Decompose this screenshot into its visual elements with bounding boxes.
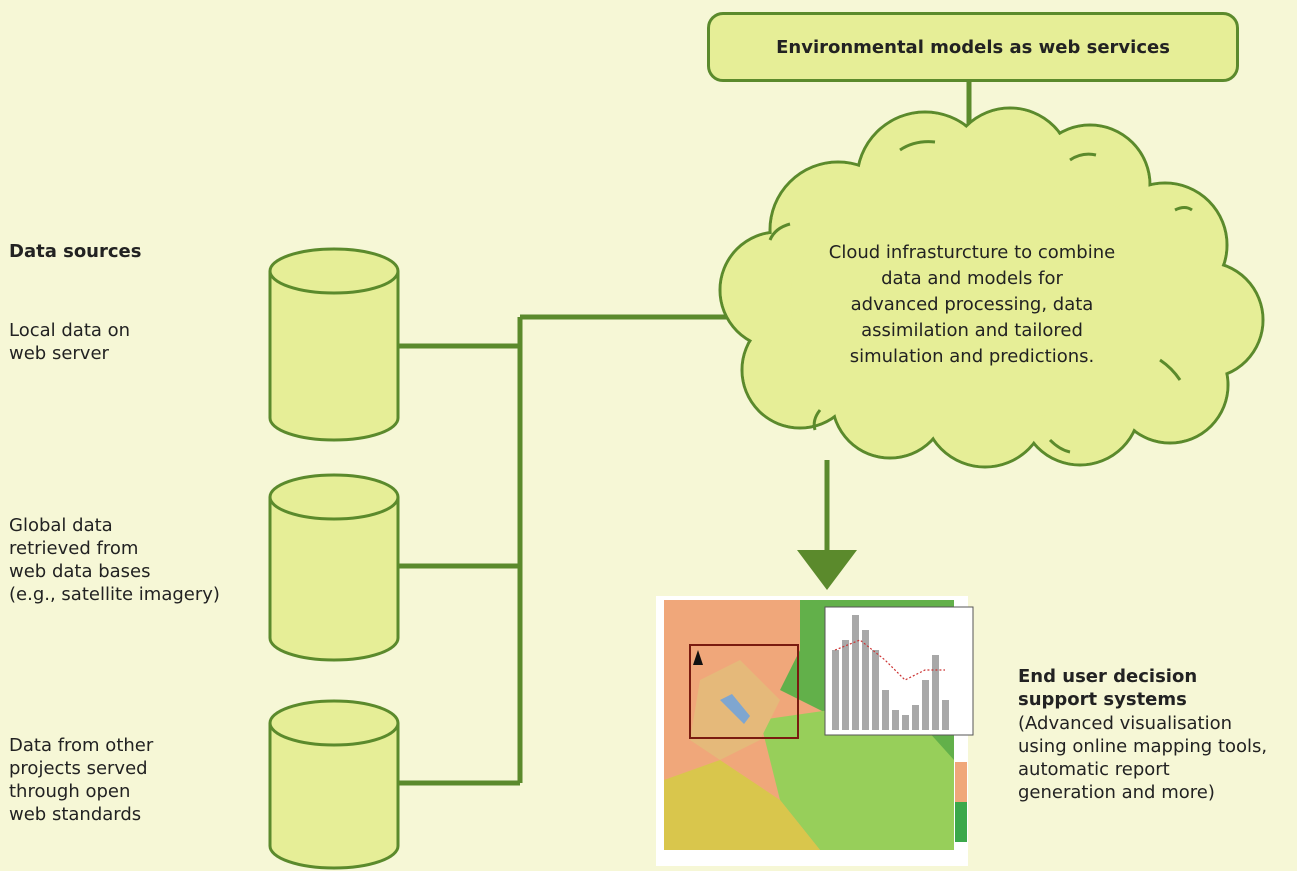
data-source-line: through open [9, 781, 131, 802]
cloud-description: Cloud infrasturcture to combine data and… [792, 240, 1152, 370]
data-source-global: Global data retrieved from web data base… [9, 514, 220, 606]
end-user-desc-line: automatic report [1018, 759, 1170, 780]
data-source-line: projects served [9, 758, 148, 779]
data-source-line: Global data [9, 515, 113, 536]
arrow-head [797, 550, 857, 590]
end-user-heading: End user decision support systems [1018, 665, 1197, 711]
data-source-line: Data from other [9, 735, 154, 756]
end-user-description: (Advanced visualisation using online map… [1018, 712, 1267, 804]
cloud-line: simulation and predictions. [849, 346, 1095, 367]
end-user-desc-line: using online mapping tools, [1018, 736, 1268, 757]
data-sources-heading: Data sources [9, 241, 142, 262]
cloud-line: Cloud infrasturcture to combine [828, 242, 1116, 263]
data-source-line: web server [9, 343, 109, 364]
cloud-line: data and models for [881, 268, 1063, 289]
data-source-local: Local data on web server [9, 319, 130, 365]
end-user-desc-line: (Advanced visualisation [1018, 713, 1233, 734]
database-cylinder-2 [268, 473, 400, 662]
data-source-line: Local data on [9, 320, 131, 341]
end-user-heading-line: End user decision [1018, 666, 1198, 687]
data-bus [398, 314, 740, 786]
database-cylinder-1 [268, 247, 400, 442]
cloud-line: advanced processing, data [850, 294, 1094, 315]
data-source-line: (e.g., satellite imagery) [9, 584, 220, 605]
end-user-desc-line: generation and more) [1018, 782, 1215, 803]
data-source-line: web standards [9, 804, 142, 825]
environmental-models-box: Environmental models as web services [707, 12, 1239, 82]
data-source-line: web data bases [9, 561, 151, 582]
environmental-models-label: Environmental models as web services [776, 36, 1170, 58]
database-cylinder-3 [268, 699, 400, 870]
end-user-heading-line: support systems [1018, 689, 1187, 710]
data-source-other-projects: Data from other projects served through … [9, 734, 153, 826]
data-source-line: retrieved from [9, 538, 139, 559]
cloud-line: assimilation and tailored [861, 320, 1083, 341]
map-thumbnail [656, 596, 974, 866]
cloud-shape [718, 106, 1265, 469]
